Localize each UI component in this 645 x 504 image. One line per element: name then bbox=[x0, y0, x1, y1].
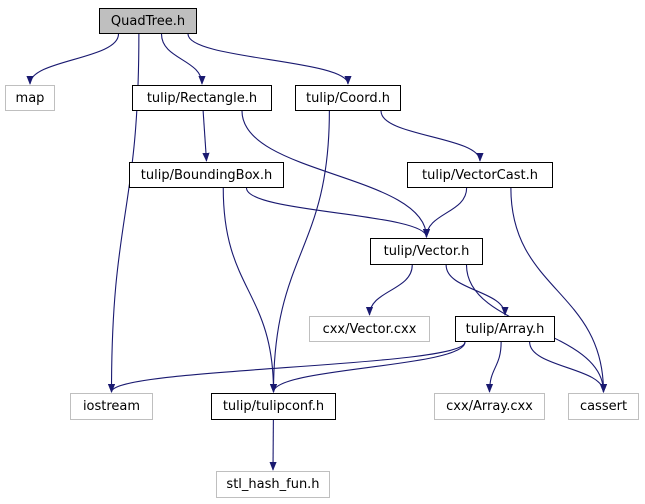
edge-coord-to-tulipconf bbox=[269, 110, 330, 393]
node-tulip-vectorcast-h[interactable]: tulip/VectorCast.h bbox=[407, 162, 553, 188]
node-stl-hash-fun-h: stl_hash_fun.h bbox=[216, 471, 330, 498]
edge-quadtree-to-map bbox=[26, 33, 120, 85]
node-iostream: iostream bbox=[70, 393, 153, 420]
node-quadtree-h: QuadTree.h bbox=[99, 8, 197, 34]
edge-vectorcast-to-cassert bbox=[510, 187, 608, 393]
node-tulip-tulipconf-h[interactable]: tulip/tulipconf.h bbox=[211, 393, 336, 420]
node-cassert: cassert bbox=[568, 393, 639, 420]
edge-array-to-iostream bbox=[108, 341, 466, 393]
node-cxx-vector-cxx: cxx/Vector.cxx bbox=[309, 316, 430, 342]
edge-rectangle-to-boundingbox bbox=[202, 110, 210, 162]
node-tulip-coord-h[interactable]: tulip/Coord.h bbox=[295, 85, 401, 111]
node-cxx-array-cxx: cxx/Array.cxx bbox=[434, 393, 545, 420]
edge-array-to-tulipconf bbox=[269, 341, 466, 393]
node-tulip-rectangle-h[interactable]: tulip/Rectangle.h bbox=[132, 85, 272, 111]
edge-vector-to-cxx_vector bbox=[365, 264, 413, 316]
node-tulip-vector-h[interactable]: tulip/Vector.h bbox=[370, 238, 483, 265]
node-map: map bbox=[5, 85, 55, 111]
edge-vectorcast-to-vector bbox=[422, 187, 468, 238]
edge-coord-to-vectorcast bbox=[380, 110, 484, 162]
edge-quadtree-to-rectangle bbox=[160, 33, 206, 85]
edge-array-to-cassert bbox=[529, 341, 608, 393]
edge-quadtree-to-coord bbox=[187, 33, 352, 85]
node-tulip-boundingbox-h[interactable]: tulip/BoundingBox.h bbox=[129, 162, 284, 188]
edge-boundingbox-to-tulipconf bbox=[222, 187, 278, 393]
edge-rectangle-to-vector bbox=[241, 110, 431, 238]
edge-boundingbox-to-vector bbox=[245, 187, 431, 238]
edge-array-to-cxx_array bbox=[485, 341, 502, 393]
node-tulip-array-h[interactable]: tulip/Array.h bbox=[455, 316, 555, 342]
